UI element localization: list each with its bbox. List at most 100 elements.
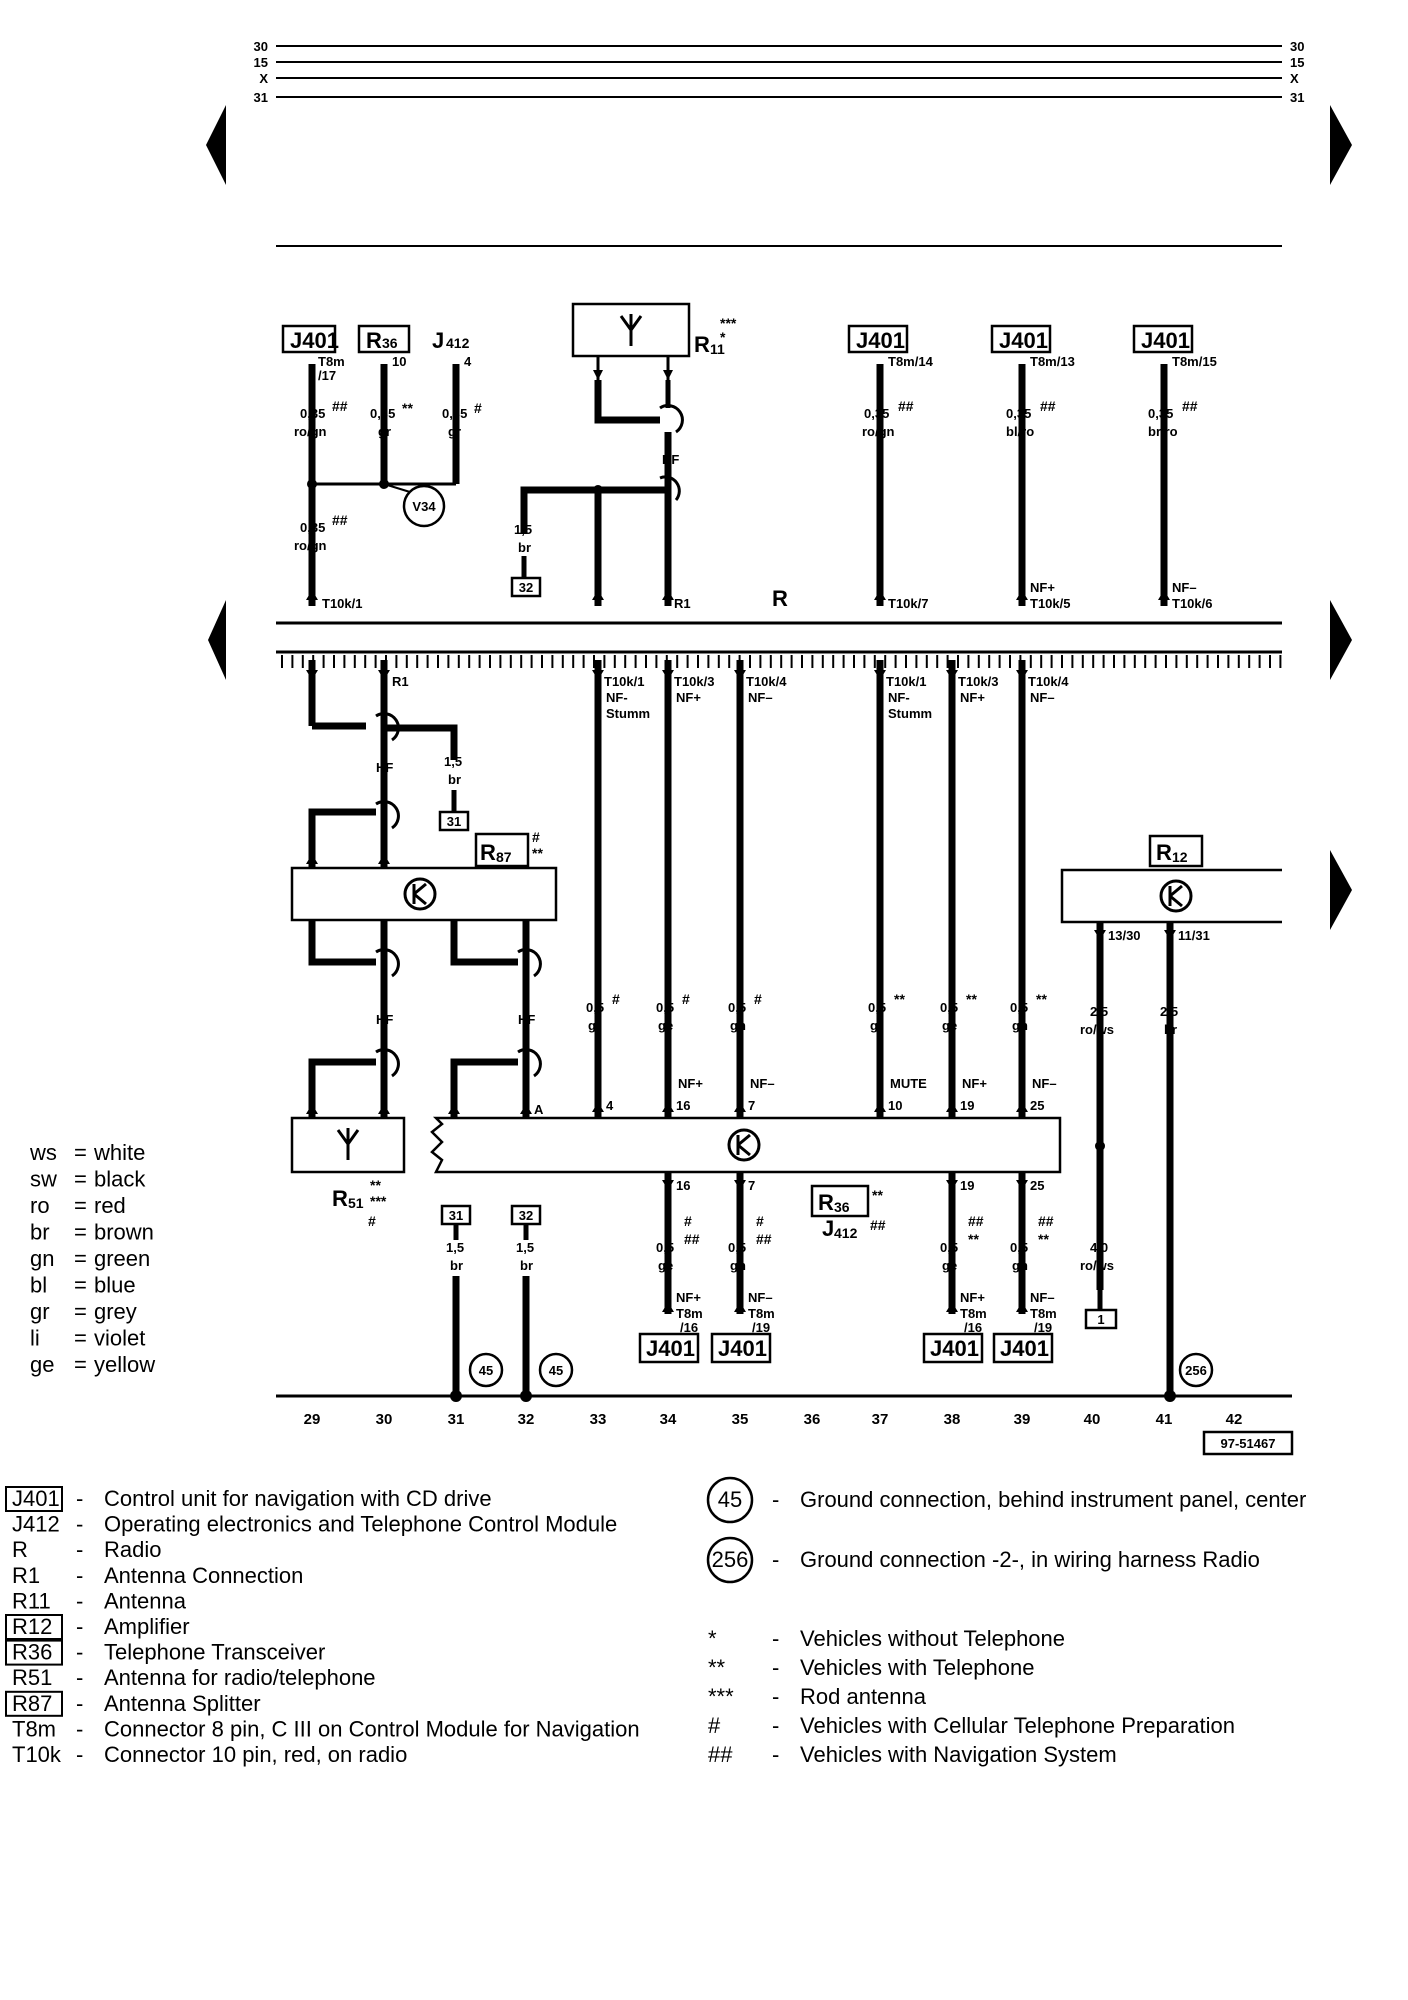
color-name: grey xyxy=(94,1299,137,1324)
connector-label: T10k/1 xyxy=(604,674,644,689)
column-number: 35 xyxy=(732,1411,749,1428)
svg-text:0,5: 0,5 xyxy=(868,1000,886,1015)
footnote-sym: *** xyxy=(720,315,737,331)
svg-text:/16: /16 xyxy=(964,1320,982,1335)
component-code: R1 xyxy=(12,1563,40,1588)
svg-text:**: ** xyxy=(968,1231,979,1247)
component-code: T10k xyxy=(12,1742,62,1767)
column-number: 37 xyxy=(872,1411,889,1428)
svg-text:HF: HF xyxy=(662,452,679,467)
r36-label: R xyxy=(366,328,382,353)
svg-text:gn: gn xyxy=(1012,1258,1028,1273)
svg-text:0,5: 0,5 xyxy=(940,1000,958,1015)
r36-j412-module xyxy=(430,1116,1062,1174)
connector-label: T10k/1 xyxy=(886,674,926,689)
svg-text:1: 1 xyxy=(1097,1312,1104,1327)
footnote-desc: Vehicles with Navigation System xyxy=(800,1742,1117,1767)
column-number: 29 xyxy=(304,1411,321,1428)
svg-text:T10k/1: T10k/1 xyxy=(322,596,362,611)
amplifier-symbol-icon xyxy=(736,1133,751,1157)
svg-text:0,35: 0,35 xyxy=(1006,406,1031,421)
svg-text:/16: /16 xyxy=(680,1320,698,1335)
svg-text:0,5: 0,5 xyxy=(728,1000,746,1015)
component-code: R51 xyxy=(12,1665,52,1690)
svg-text:T8m: T8m xyxy=(318,354,345,369)
antenna-icon xyxy=(619,314,643,346)
svg-text:-: - xyxy=(772,1626,779,1651)
svg-text:0,5: 0,5 xyxy=(656,1240,674,1255)
svg-text:**: ** xyxy=(402,400,413,416)
svg-text:HF: HF xyxy=(518,1012,535,1027)
r36-sub: 36 xyxy=(382,335,398,351)
ground-code: 45 xyxy=(718,1487,742,1512)
svg-text:-: - xyxy=(76,1588,83,1613)
svg-text:=: = xyxy=(74,1273,87,1298)
j401-label: J401 xyxy=(646,1336,695,1361)
svg-text:gr: gr xyxy=(378,424,391,439)
svg-text:10: 10 xyxy=(392,354,406,369)
footnote-sym: # xyxy=(708,1713,721,1738)
footnote-sym: ** xyxy=(708,1655,726,1680)
footnote-desc: Rod antenna xyxy=(800,1684,927,1709)
j401-label: J401 xyxy=(930,1336,979,1361)
svg-text:NF+: NF+ xyxy=(962,1076,987,1091)
footnote-sym: * xyxy=(708,1626,717,1651)
connector-label: T10k/3 xyxy=(674,674,714,689)
rail-label: 30 xyxy=(254,39,268,54)
svg-text:19: 19 xyxy=(960,1098,974,1113)
svg-text:bl/ro: bl/ro xyxy=(1006,424,1034,439)
j401-label: J401 xyxy=(856,328,905,353)
prev-page-arrow-icon[interactable] xyxy=(206,105,226,185)
svg-text:T10k/6: T10k/6 xyxy=(1172,596,1212,611)
j401-box xyxy=(992,1332,1054,1364)
svg-text:ro/ws: ro/ws xyxy=(1080,1022,1114,1037)
svg-text:br: br xyxy=(1164,1022,1177,1037)
svg-text:-: - xyxy=(76,1512,83,1537)
svg-text:gn: gn xyxy=(730,1018,746,1033)
j401-box xyxy=(922,1332,984,1364)
component-code: J412 xyxy=(12,1512,60,1537)
amplifier-symbol-icon xyxy=(412,882,427,906)
svg-text:-: - xyxy=(76,1742,83,1767)
svg-text:-: - xyxy=(772,1742,779,1767)
footnote-desc: Vehicles without Telephone xyxy=(800,1626,1065,1651)
svg-text:11/31: 11/31 xyxy=(1178,928,1210,943)
component-code: R xyxy=(12,1537,28,1562)
signal-label: NF– xyxy=(1030,690,1055,705)
radio-label: R xyxy=(772,586,788,611)
svg-text:-: - xyxy=(76,1691,83,1716)
svg-text:=: = xyxy=(74,1326,87,1351)
top-components: J401 R 36 J 412 J401 J401 J401 R 11 *** … xyxy=(281,302,1194,358)
svg-text:##: ## xyxy=(1040,398,1056,414)
svg-text:4: 4 xyxy=(464,354,472,369)
column-number: 40 xyxy=(1084,1411,1101,1428)
svg-text:T10k/7: T10k/7 xyxy=(888,596,928,611)
svg-text:T8m/14: T8m/14 xyxy=(888,354,934,369)
column-number: 31 xyxy=(448,1411,465,1428)
svg-text:R: R xyxy=(332,1186,348,1211)
svg-text:R1: R1 xyxy=(392,674,409,689)
ground-desc: Ground connection -2-, in wiring harness… xyxy=(800,1547,1260,1572)
color-code: gr xyxy=(30,1299,50,1324)
color-name: white xyxy=(93,1140,145,1165)
color-legend: ws=whitesw=blackro=redbr=browngn=greenbl… xyxy=(29,1140,155,1377)
next-page-arrow-icon[interactable] xyxy=(1330,105,1352,185)
svg-text:ge: ge xyxy=(942,1018,957,1033)
svg-text:ge: ge xyxy=(942,1258,957,1273)
rail-label: X xyxy=(1290,71,1299,86)
svg-text:br: br xyxy=(450,1258,463,1273)
svg-text:NF+: NF+ xyxy=(960,1290,985,1305)
svg-text:**: ** xyxy=(1038,1231,1049,1247)
ground-desc: Ground connection, behind instrument pan… xyxy=(800,1487,1306,1512)
svg-text:ro/gn: ro/gn xyxy=(294,424,327,439)
component-code: J401 xyxy=(12,1486,60,1511)
prev-page-arrow-icon[interactable] xyxy=(208,600,226,680)
svg-text:##: ## xyxy=(332,512,348,528)
ground-legend: 45-Ground connection, behind instrument … xyxy=(706,1476,1306,1584)
svg-text:#: # xyxy=(612,991,620,1007)
svg-text:4: 4 xyxy=(606,1098,614,1113)
next-page-arrow-icon[interactable] xyxy=(1330,600,1352,680)
column-number: 38 xyxy=(944,1411,961,1428)
next-page-arrow-icon[interactable] xyxy=(1330,850,1352,930)
svg-text:Stumm: Stumm xyxy=(606,706,650,721)
